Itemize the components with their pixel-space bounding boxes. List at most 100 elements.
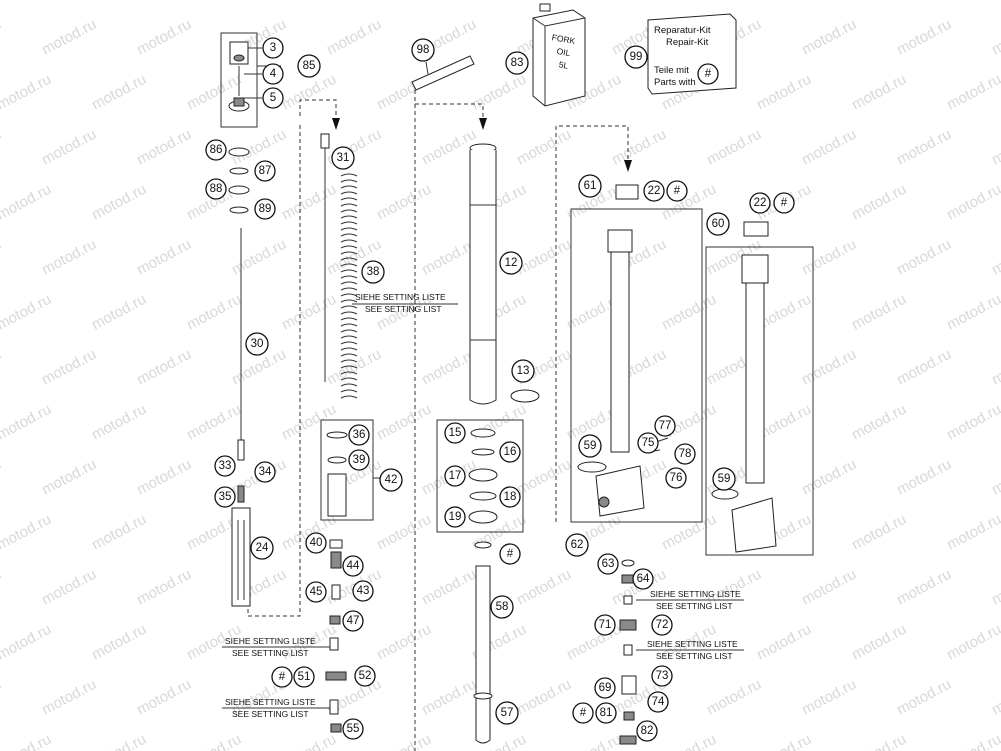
watermark-text: motod.ru: [894, 16, 954, 59]
spring-38: [340, 173, 358, 399]
watermark-text: motod.ru: [799, 236, 859, 279]
callout-24: 24: [250, 536, 274, 560]
repair-kit-box: Reparatur-Kit Repair-Kit Teile mit Parts…: [647, 13, 737, 95]
callout-77: 77: [654, 415, 676, 437]
callout-57: 57: [495, 701, 519, 725]
svg-text:59: 59: [718, 473, 731, 485]
outer-tube-12: [469, 150, 497, 405]
watermark-text: motod.ru: [989, 456, 1001, 499]
watermark-text: motod.ru: [799, 456, 859, 499]
watermark-text: motod.ru: [659, 0, 719, 4]
valve-assembly-42: [320, 419, 380, 521]
spring-coil: [340, 311, 358, 315]
watermark-text: motod.ru: [0, 511, 54, 554]
spring-coil: [340, 191, 358, 195]
svg-text:#: #: [781, 197, 788, 209]
part-63-shape: [621, 559, 635, 567]
watermark-text: motod.ru: [704, 126, 764, 169]
grease-tube: [411, 55, 475, 91]
watermark-text: motod.ru: [0, 71, 54, 114]
watermark-text: motod.ru: [944, 291, 1001, 334]
svg-text:39: 39: [353, 454, 366, 466]
svg-text:#: #: [580, 707, 587, 719]
part-15-shape: [470, 428, 496, 438]
svg-text:19: 19: [449, 511, 462, 523]
setting-note-right-1: SIEHE SETTING LISTE SEE SETTING LIST: [636, 589, 744, 611]
watermark-text: motod.ru: [39, 126, 99, 169]
watermark-text: motod.ru: [89, 731, 149, 751]
watermark-text: motod.ru: [0, 0, 54, 4]
watermark-text: motod.ru: [944, 621, 1001, 664]
watermark-text: motod.ru: [134, 566, 194, 609]
callout-63: 63: [597, 553, 619, 575]
valve-stack: [325, 539, 347, 733]
note-38-de: SIEHE SETTING LISTE: [355, 292, 446, 302]
svg-text:3: 3: [270, 42, 276, 54]
part-71-shape: [619, 619, 637, 631]
spring-column: [247, 99, 358, 617]
spring-coil: [340, 185, 358, 189]
spring-coil: [340, 359, 358, 363]
note-r2-de: SIEHE SETTING LISTE: [647, 639, 738, 649]
callout-88: 88: [205, 178, 227, 200]
watermark-text: motod.ru: [894, 456, 954, 499]
part-18-shape: [469, 491, 497, 501]
svg-text:36: 36: [353, 429, 366, 441]
watermark-text: motod.ru: [849, 181, 909, 224]
svg-text:45: 45: [310, 586, 323, 598]
svg-text:83: 83: [511, 57, 524, 69]
callout-87: 87: [254, 160, 276, 182]
svg-text:22: 22: [754, 197, 767, 209]
callout-35: 35: [214, 486, 236, 508]
callout-3: 3: [262, 37, 284, 59]
part-73-shape: [621, 675, 637, 695]
leg-60-tube: [745, 282, 765, 484]
callout-98: 98: [411, 38, 435, 62]
watermark-text: motod.ru: [944, 71, 1001, 114]
arrow-2: [479, 118, 487, 130]
svg-text:52: 52: [359, 670, 372, 682]
spring-coil: [340, 305, 358, 309]
setting-note-left-2: SIEHE SETTING LISTE SEE SETTING LIST: [222, 697, 330, 719]
watermark-text: motod.ru: [184, 731, 244, 751]
watermark-text: motod.ru: [134, 346, 194, 389]
callout-18: 18: [499, 486, 521, 508]
watermark-text: motod.ru: [134, 126, 194, 169]
oil-label-line1: FORK: [551, 32, 576, 46]
watermark-text: motod.ru: [609, 126, 669, 169]
watermark-text: motod.ru: [39, 236, 99, 279]
right-leg-60: [705, 221, 814, 556]
watermark-text: motod.ru: [989, 236, 1001, 279]
watermark-text: motod.ru: [89, 71, 149, 114]
svg-text:16: 16: [504, 446, 517, 458]
note-r1-en: SEE SETTING LIST: [656, 601, 733, 611]
spring-coil: [340, 281, 358, 285]
watermark-text: motod.ru: [944, 511, 1001, 554]
watermark-text: motod.ru: [989, 16, 1001, 59]
box-42-frame: [320, 419, 374, 521]
spring-coil: [340, 287, 358, 291]
part-36-shape: [326, 431, 348, 439]
callout-43: 43: [352, 580, 374, 602]
spring-coil: [340, 251, 358, 255]
part-62-bolt: [598, 496, 610, 508]
watermark-text: motod.ru: [39, 676, 99, 719]
part-59a-shape: [577, 461, 607, 473]
svg-text:38: 38: [367, 266, 380, 278]
note-l1-en: SEE SETTING LIST: [232, 648, 309, 658]
leader-98: [425, 61, 429, 75]
callout-31: 31: [331, 146, 355, 170]
part-39-shape: [327, 456, 347, 464]
spring-coil: [340, 221, 358, 225]
callout-19: 19: [444, 506, 466, 528]
callout-61: 61: [578, 174, 602, 198]
leg-60-axle-clamp: [731, 497, 777, 553]
watermark-text: motod.ru: [279, 291, 339, 334]
svg-text:75: 75: [642, 437, 655, 449]
box-61-frame: [570, 208, 703, 523]
spring-coil: [340, 299, 358, 303]
part-42-cylinder: [327, 473, 347, 517]
svg-text:51: 51: [298, 671, 311, 683]
watermark-text: motod.ru: [849, 0, 909, 4]
